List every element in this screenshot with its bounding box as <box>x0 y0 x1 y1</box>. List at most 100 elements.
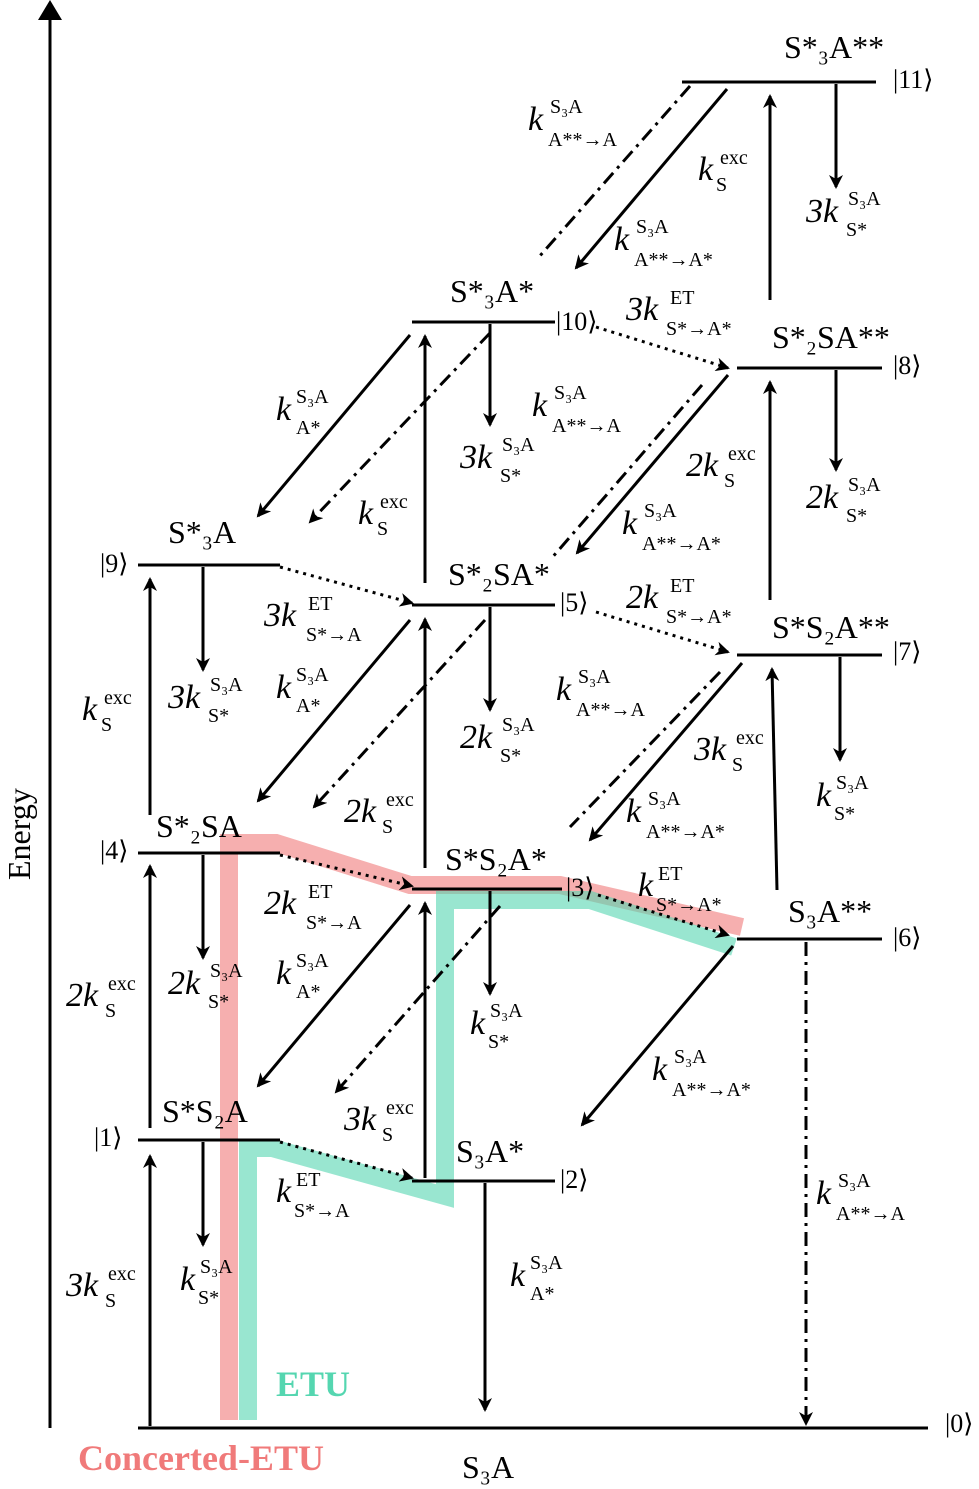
svg-text:S₃A: S₃A <box>836 772 869 794</box>
ket-11: |11⟩ <box>893 65 933 94</box>
diag-arrow-5-4 <box>256 619 412 803</box>
svg-text:A**→A: A**→A <box>836 1203 905 1225</box>
dashdot-arrow-5-4 <box>312 618 487 809</box>
svg-text:A**→A: A**→A <box>548 129 617 151</box>
svg-text:3k: 3k <box>263 597 297 634</box>
svg-text:S*: S* <box>198 1287 219 1309</box>
svg-text:k: k <box>180 1261 196 1298</box>
state-label-0: S₃A <box>462 1449 514 1485</box>
diag-arrow-6-2 <box>580 945 735 1127</box>
svg-text:S: S <box>105 1000 116 1022</box>
state-label-8: S*₂SA** <box>772 319 890 355</box>
svg-text:S₃A: S₃A <box>674 1046 707 1068</box>
svg-text:S₃A: S₃A <box>644 500 677 522</box>
dashdot-arrow-8-5 <box>548 384 704 561</box>
svg-text:S₃A: S₃A <box>210 674 243 696</box>
rate-decay-s-7-6: k S₃A S* <box>816 772 869 825</box>
rate-exc-3-5: 2k exc S <box>344 789 414 838</box>
rate-decay-aa0-6-0: k S₃A A**→A <box>816 1170 905 1225</box>
svg-text:ET: ET <box>670 575 694 597</box>
svg-text:3k: 3k <box>805 193 839 230</box>
ket-5: |5⟩ <box>560 588 588 617</box>
state-label-7: S*S₂A** <box>772 609 890 645</box>
et-arrow-4-3 <box>279 853 414 891</box>
svg-text:S₃A: S₃A <box>490 1000 523 1022</box>
rate-decay-a-3-1: k S₃A A* <box>276 950 329 1003</box>
svg-text:k: k <box>614 221 630 258</box>
svg-text:S: S <box>377 518 388 540</box>
svg-text:S*→A*: S*→A* <box>656 894 722 916</box>
svg-text:A**→A*: A**→A* <box>672 1079 751 1101</box>
svg-text:2k: 2k <box>66 977 99 1014</box>
excitation-arrow-6-7 <box>765 667 780 891</box>
svg-text:S₃A: S₃A <box>530 1252 563 1274</box>
svg-text:S*→A: S*→A <box>306 912 362 934</box>
svg-text:S: S <box>382 816 393 838</box>
state-label-5: S*₂SA* <box>448 556 550 592</box>
rate-decay-aa-6-2: k S₃A A**→A* <box>652 1046 751 1101</box>
svg-text:S*→A: S*→A <box>294 1200 350 1222</box>
svg-text:2k: 2k <box>626 579 659 616</box>
rate-exc-0-1: 3k exc S <box>65 1263 136 1312</box>
state-label-9: S*₃A <box>168 514 236 550</box>
state-label-4: S*₂SA <box>156 808 242 844</box>
energy-axis-label: Energy <box>1 788 37 880</box>
svg-text:k: k <box>470 1005 486 1042</box>
svg-text:k: k <box>510 1257 526 1294</box>
et-arrow-3-6 <box>597 893 730 939</box>
diag-arrow-10-9 <box>256 334 412 518</box>
svg-text:3k: 3k <box>693 731 727 768</box>
et-arrow-9-5 <box>279 565 414 607</box>
svg-text:S₃A: S₃A <box>838 1170 871 1192</box>
svg-text:exc: exc <box>728 443 756 465</box>
rate-exc-6-7: 3k exc S <box>693 727 764 776</box>
rate-decay-aa-11-10: k S₃A A**→A* <box>614 216 713 271</box>
svg-text:k: k <box>358 495 374 532</box>
svg-text:k: k <box>816 1175 832 1212</box>
svg-text:k: k <box>276 955 292 992</box>
svg-text:S*: S* <box>208 991 229 1013</box>
svg-text:exc: exc <box>108 1263 136 1285</box>
svg-text:S*: S* <box>834 803 855 825</box>
svg-text:k: k <box>816 777 832 814</box>
rate-exc-4-9: k exc S <box>82 687 132 736</box>
svg-text:A*: A* <box>296 417 320 439</box>
svg-text:2k: 2k <box>168 965 201 1002</box>
svg-text:exc: exc <box>736 727 764 749</box>
et-arrow-1-2 <box>279 1140 414 1182</box>
ket-6: |6⟩ <box>893 923 921 952</box>
svg-text:S₃A: S₃A <box>296 664 329 686</box>
ket-8: |8⟩ <box>893 351 921 380</box>
svg-text:A*: A* <box>530 1283 554 1305</box>
rate-decay-s-11-8: 3k S₃A S* <box>805 188 881 241</box>
etu-highlight <box>239 891 737 1420</box>
svg-text:ET: ET <box>296 1169 320 1191</box>
rate-decay-s-1-0: k S₃A S* <box>180 1256 233 1309</box>
svg-text:k: k <box>276 1173 292 1210</box>
diag-arrow-8-5 <box>575 374 730 555</box>
svg-text:S₃A: S₃A <box>848 188 881 210</box>
svg-text:S*: S* <box>500 745 521 767</box>
ket-9: |9⟩ <box>100 549 128 578</box>
svg-text:exc: exc <box>108 973 136 995</box>
svg-text:k: k <box>556 671 572 708</box>
rate-exc-7-8: 2k exc S <box>686 443 756 492</box>
rate-et-3-6: k ET S*→A* <box>638 863 722 916</box>
svg-text:k: k <box>528 101 544 138</box>
svg-text:S*: S* <box>846 505 867 527</box>
rate-exc-1-4: 2k exc S <box>66 973 136 1022</box>
rate-decay-a-10-9: k S₃A A* <box>276 386 329 439</box>
svg-text:2k: 2k <box>264 885 297 922</box>
svg-text:3k: 3k <box>343 1101 377 1138</box>
svg-text:S: S <box>732 754 743 776</box>
svg-text:S₃A: S₃A <box>554 382 587 404</box>
svg-text:S₃A: S₃A <box>848 474 881 496</box>
svg-text:k: k <box>276 669 292 706</box>
state-label-10: S*₃A* <box>450 273 534 309</box>
rate-decay-s-3-2: k S₃A S* <box>470 1000 523 1053</box>
svg-text:ET: ET <box>308 881 332 903</box>
svg-text:exc: exc <box>386 789 414 811</box>
svg-text:k: k <box>276 391 292 428</box>
svg-text:2k: 2k <box>806 479 839 516</box>
